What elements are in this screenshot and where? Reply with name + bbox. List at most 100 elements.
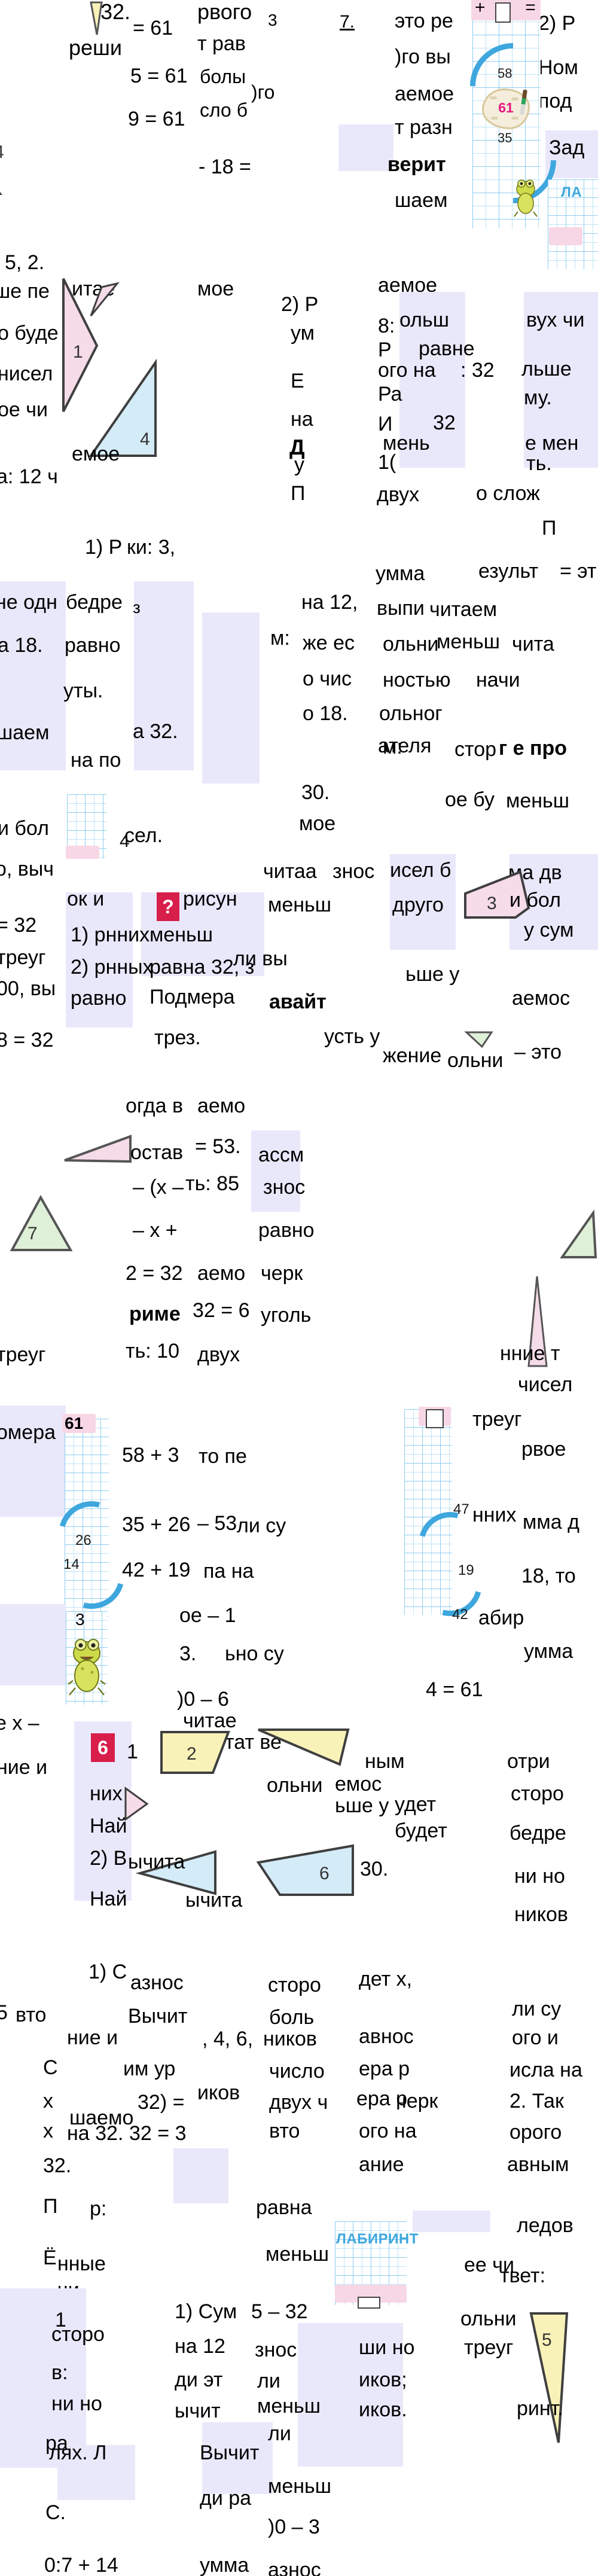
text-fragment: меньш: [506, 789, 570, 812]
text-fragment: – (х –: [133, 1176, 184, 1199]
text-fragment: читаем: [429, 598, 498, 621]
text-fragment: ть: 10: [126, 1340, 179, 1362]
highlight-block: [0, 1406, 66, 1517]
text-fragment: 35 + 26: [122, 1513, 191, 1536]
text-fragment: аемо: [197, 1262, 246, 1285]
text-fragment: ычит: [175, 2400, 221, 2422]
text-fragment: стор: [454, 738, 497, 761]
text-fragment: емос: [335, 1773, 382, 1795]
equation-fragment: + =: [475, 0, 536, 17]
text-fragment: )0 – 6: [177, 1688, 229, 1711]
text-fragment: му.: [524, 386, 552, 409]
text-fragment: : 32: [460, 359, 495, 382]
text-fragment: рвого: [197, 0, 252, 24]
text-fragment: ок и: [67, 888, 105, 910]
text-fragment: то пе: [199, 1445, 247, 1468]
text-fragment: орого: [509, 2121, 562, 2144]
text-fragment: сел.: [124, 824, 163, 847]
text-fragment: же ес: [303, 632, 355, 654]
text-fragment: Ном: [538, 56, 578, 79]
text-fragment: Вычит: [200, 2441, 260, 2464]
text-fragment: друго: [392, 894, 444, 916]
text-fragment: лях. Л: [49, 2441, 107, 2464]
text-fragment: Е: [291, 370, 304, 392]
text-fragment: нние т: [500, 1342, 560, 1365]
frog-icon: [513, 175, 538, 221]
triangle-pink-small-shape: [89, 281, 120, 318]
text-fragment: мое: [197, 278, 234, 300]
highlight-block: [134, 581, 194, 719]
notebook-47-19-42-graphic: [404, 1409, 452, 1615]
text-fragment: Най: [90, 1888, 127, 1910]
text-fragment: аемое: [395, 83, 454, 105]
text-fragment: дет х,: [359, 1968, 413, 1990]
text-fragment: сторо: [268, 1974, 321, 1996]
text-fragment: па на: [203, 1560, 254, 1583]
text-fragment: равно: [258, 1219, 315, 1242]
text-fragment: сторо: [51, 2323, 105, 2346]
highlight-block: [173, 2148, 228, 2203]
text-fragment: 1) С: [89, 1961, 127, 1983]
text-fragment: 2) Р: [281, 293, 319, 316]
text-fragment: ольни: [383, 633, 439, 656]
text-fragment: 1) Р: [85, 536, 123, 559]
text-fragment: - 18 =: [199, 156, 251, 178]
text-fragment: м:: [270, 627, 290, 650]
text-fragment: треуг: [0, 946, 46, 969]
text-fragment: читаа: [263, 860, 317, 883]
text-fragment: Ра: [378, 383, 402, 406]
notebook-corner-number: 61: [65, 1414, 84, 1432]
text-fragment: и бол: [509, 889, 561, 911]
triangle-yellow-right-shape: [256, 1727, 352, 1769]
text-fragment: ольног: [379, 702, 443, 725]
triangle-pink-flat-shape: [62, 1129, 134, 1166]
text-fragment: м:: [383, 736, 402, 758]
text-fragment: им ур: [123, 2057, 176, 2080]
text-fragment: ников: [263, 2028, 317, 2050]
text-fragment: ни но: [51, 2392, 102, 2415]
text-fragment: ольни: [447, 1049, 504, 1072]
highlight-block: [338, 124, 393, 171]
text-fragment: усть у: [324, 1025, 380, 1048]
text-fragment: е х –: [0, 1712, 39, 1734]
text-fragment: льше: [521, 358, 572, 380]
text-fragment: ли су: [237, 1514, 286, 1537]
text-fragment: в:: [51, 2361, 68, 2384]
text-fragment: рисун: [183, 888, 237, 910]
text-fragment: П: [43, 2195, 58, 2218]
text-fragment: 8:: [378, 315, 395, 337]
pink-box: [549, 227, 582, 245]
text-fragment: 8 = 32: [0, 1029, 54, 1051]
triangle-blue-left-shape: [135, 1849, 220, 1897]
text-fragment: о чис: [303, 667, 352, 690]
highlight-block: [0, 581, 66, 719]
text-fragment: на 12,: [301, 591, 358, 614]
pink-box-61: [62, 1414, 96, 1433]
text-fragment: ьно су: [225, 1642, 284, 1665]
text-fragment: ть: 85: [185, 1172, 239, 1195]
text-fragment: ши но: [359, 2336, 415, 2359]
triangle-green-7-shape: 7: [10, 1194, 75, 1255]
highlight-block: [251, 1130, 300, 1212]
highlight-block: [66, 892, 133, 1028]
ring-number: 35: [498, 130, 512, 145]
text-fragment: = 32: [0, 914, 37, 937]
text-fragment: ого и: [512, 2026, 559, 2049]
highlight-block: [202, 2422, 273, 2494]
text-fragment: ого на: [378, 359, 436, 382]
text-fragment: ычита: [128, 1851, 185, 1873]
triangle-pink-tall-shape: [526, 1274, 550, 1370]
text-fragment: меньш: [266, 2243, 329, 2266]
text-fragment: т разн: [395, 116, 453, 139]
text-fragment: у сум: [524, 919, 574, 941]
text-fragment: т рав: [197, 32, 246, 55]
text-fragment: ринт.: [517, 2397, 563, 2420]
text-fragment: нные: [57, 2252, 106, 2275]
triangle-green-right-shape: [464, 1029, 494, 1050]
pink-box: [66, 846, 99, 859]
highlight-block: [413, 2211, 490, 2232]
text-fragment: = 53.: [195, 1135, 241, 1158]
text-fragment: 42 + 19: [122, 1559, 191, 1581]
ring-number: 47: [453, 1501, 469, 1517]
text-fragment: жение: [383, 1044, 442, 1067]
